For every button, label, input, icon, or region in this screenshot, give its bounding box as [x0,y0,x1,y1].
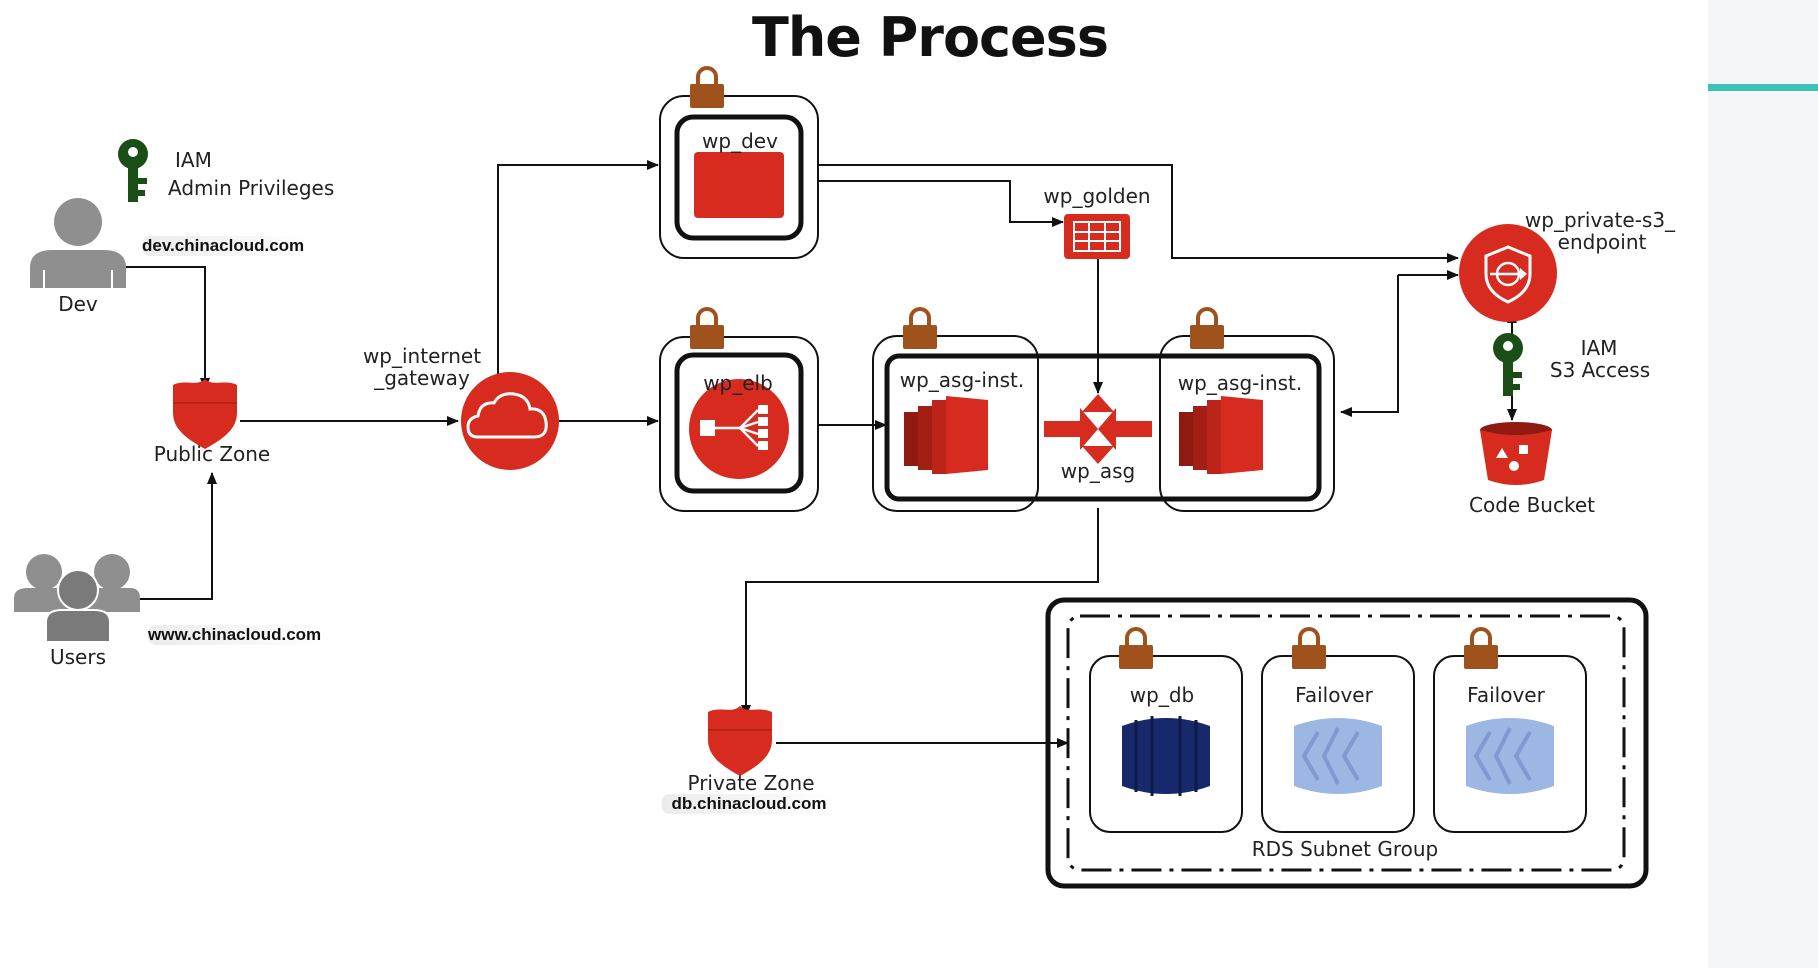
lock-icon [1117,627,1155,671]
ec2-icon [904,396,988,474]
dev-label: Dev [58,292,98,316]
edge-s3endpoint-asg [1340,275,1399,417]
rds-db-icon [1122,716,1210,796]
iam-s3-label: IAM [1580,336,1618,360]
code-bucket-label: Code Bucket [1469,493,1595,517]
people-icon [14,554,140,643]
wp-asg-group [872,307,1335,512]
iam-admin-label: Admin Privileges [168,176,335,200]
lock-icon [1462,627,1500,671]
edge-dev-public [118,266,210,390]
lock-icon [688,307,726,351]
failover2-label: Failover [1467,683,1545,707]
rds-subnet-group [1045,597,1649,889]
page-title: The Process [752,6,1109,69]
wp-asg-inst-left-label: wp_asg-inst. [899,368,1025,392]
lock-icon [688,66,726,110]
person-icon [30,198,126,288]
dev-url: dev.chinacloud.com [142,236,315,256]
iam-s3-access-label: S3 Access [1549,358,1651,382]
iam-label: IAM [175,148,212,172]
wp-elb-label: wp_elb [703,371,773,395]
wp-golden-label: wp_golden [1043,184,1151,208]
gateway-label-1: wp_internet [362,344,482,368]
autoscaling-icon [1044,394,1152,464]
lock-icon [1188,307,1226,351]
wp-dev-group [659,66,819,259]
rds-db-icon [1294,718,1382,794]
s3-bucket-icon [1480,422,1552,485]
edge-dev-s3endpoint [818,164,1459,263]
ami-icon [1064,214,1130,259]
right-side-panel [1708,0,1818,968]
route53-shield-icon [172,378,238,450]
edge-asg-private [741,508,1099,717]
accent-bar [1708,84,1818,91]
gateway-label-2: _gateway [374,366,470,390]
private-zone-url: db.chinacloud.com [661,794,837,814]
route53-shield-icon [707,705,773,777]
wp-asg-label: wp_asg [1060,459,1136,483]
lock-icon [901,307,939,351]
lock-icon [1290,627,1328,671]
vpc-endpoint-icon [1459,224,1557,322]
ec2-icon [1179,396,1263,474]
iam-key-icon [118,139,148,202]
iam-key-icon [1493,333,1523,396]
private-zone-label: Private Zone [687,771,815,795]
wp-elb-group [659,307,819,512]
elb-icon [689,379,789,479]
s3-endpoint-label-1: wp_private-s3_ [1524,208,1676,232]
rds-db-icon [1466,718,1554,794]
users-label: Users [49,645,107,669]
public-zone-label: Public Zone [153,442,271,466]
wp-asg-inst-right-label: wp_asg-inst. [1177,371,1303,395]
s3-endpoint-label-2: endpoint [1557,230,1647,254]
edge-dev-golden [818,180,1064,227]
edge-users-public [140,472,217,600]
wp-db-label: wp_db [1129,683,1195,707]
users-url: www.chinacloud.com [148,625,332,645]
failover1-label: Failover [1295,683,1373,707]
wp-dev-label: wp_dev [702,129,778,153]
edge-gateway-dev [497,160,659,385]
ec2-icon [694,152,784,218]
rds-subnet-group-label: RDS Subnet Group [1251,837,1439,861]
cloud-icon [461,372,559,470]
